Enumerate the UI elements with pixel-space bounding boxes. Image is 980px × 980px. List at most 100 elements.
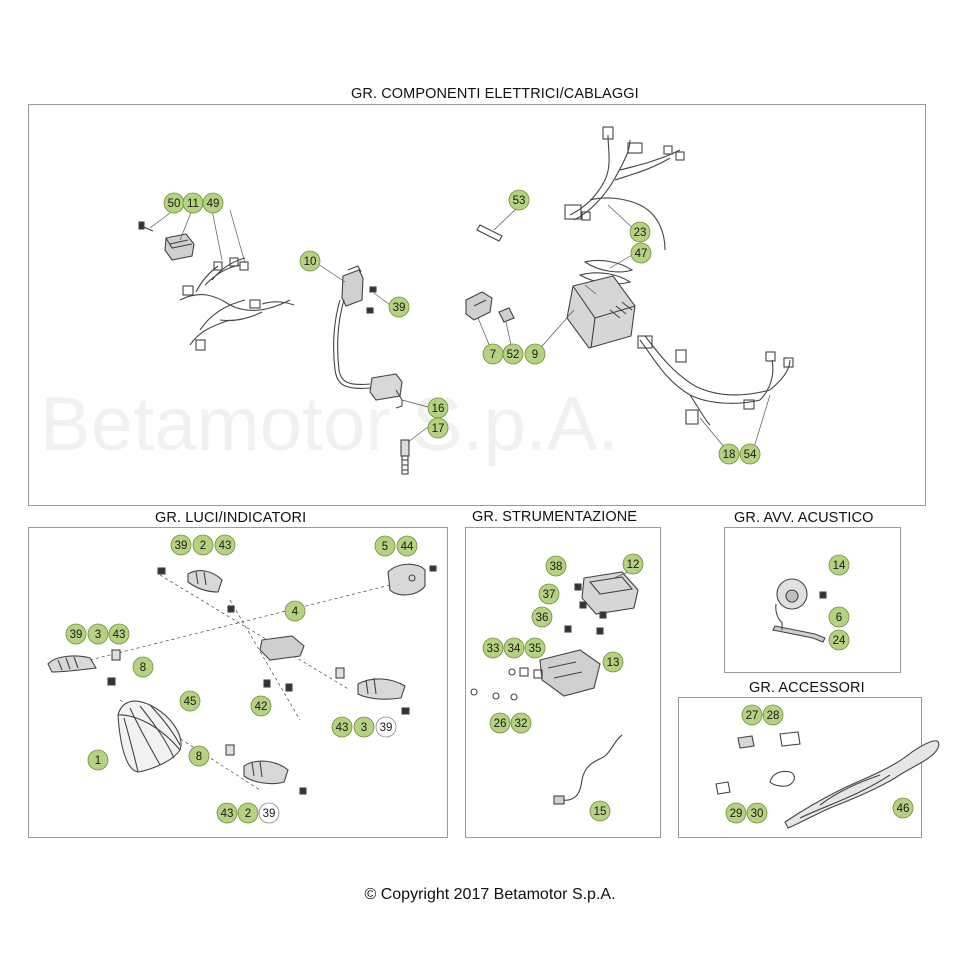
callout-number: 50 bbox=[168, 198, 181, 210]
callout-circle bbox=[427, 417, 449, 439]
section-box-horn bbox=[724, 527, 901, 673]
callout-electric-18: 18 bbox=[718, 443, 740, 465]
callout-instruments-34: 34 bbox=[503, 637, 525, 659]
callout-circle bbox=[65, 623, 87, 645]
callout-electric-17: 17 bbox=[427, 417, 449, 439]
callout-lights-39: 39 bbox=[375, 716, 397, 738]
callout-lights-44: 44 bbox=[396, 535, 418, 557]
indicator-front-right bbox=[157, 567, 235, 613]
callout-instruments-12: 12 bbox=[622, 553, 644, 575]
callout-circle bbox=[828, 554, 850, 576]
callout-number: 34 bbox=[508, 643, 521, 655]
callout-circle bbox=[179, 690, 201, 712]
callout-circle bbox=[353, 716, 375, 738]
callout-horn-6: 6 bbox=[828, 606, 850, 628]
ecu-unit bbox=[566, 259, 636, 349]
callout-horn-24: 24 bbox=[828, 629, 850, 651]
sensor-pin bbox=[476, 224, 503, 242]
callout-accessories-46: 46 bbox=[892, 797, 914, 819]
callout-instruments-35: 35 bbox=[524, 637, 546, 659]
callout-number: 49 bbox=[207, 198, 220, 210]
callout-circle bbox=[602, 651, 624, 673]
callout-number: 15 bbox=[594, 806, 607, 818]
callout-number: 23 bbox=[634, 227, 647, 239]
callout-number: 46 bbox=[897, 803, 910, 815]
callout-number: 42 bbox=[255, 701, 268, 713]
callout-circle bbox=[828, 606, 850, 628]
callout-number: 28 bbox=[767, 710, 780, 722]
callout-circle bbox=[202, 192, 224, 214]
dashboard-bracket bbox=[539, 649, 601, 697]
callout-number: 43 bbox=[221, 808, 234, 820]
speedometer-cable bbox=[553, 734, 623, 805]
callout-number: 8 bbox=[196, 751, 202, 763]
callout-accessories-30: 30 bbox=[746, 802, 768, 824]
section-box-accessories bbox=[678, 697, 922, 838]
callout-instruments-38: 38 bbox=[545, 555, 567, 577]
callout-number: 16 bbox=[432, 403, 445, 415]
callout-circle bbox=[388, 296, 410, 318]
callout-lights-4: 4 bbox=[284, 600, 306, 622]
callout-number: 36 bbox=[536, 612, 549, 624]
tail-light bbox=[387, 563, 437, 596]
callout-number: 1 bbox=[95, 755, 101, 767]
callout-circle bbox=[725, 802, 747, 824]
callout-instruments-37: 37 bbox=[538, 583, 560, 605]
callout-lights-43: 43 bbox=[216, 802, 238, 824]
callout-number: 38 bbox=[550, 561, 563, 573]
callout-circle bbox=[762, 704, 784, 726]
callout-instruments-15: 15 bbox=[589, 800, 611, 822]
section-box-electric bbox=[28, 104, 926, 506]
explode-lines-lights bbox=[89, 574, 411, 791]
callout-circle bbox=[489, 712, 511, 734]
callout-lights-43: 43 bbox=[214, 534, 236, 556]
callout-circle bbox=[739, 443, 761, 465]
section-title-electric: GR. COMPONENTI ELETTRICI/CABLAGGI bbox=[351, 86, 639, 102]
callout-lights-42: 42 bbox=[250, 695, 272, 717]
watermark-text: Betamotor S.p.A. bbox=[40, 382, 619, 467]
rubber-spacer bbox=[111, 649, 121, 661]
callout-circle bbox=[531, 606, 553, 628]
callout-circle bbox=[545, 555, 567, 577]
callout-number: 39 bbox=[263, 808, 276, 820]
callout-circle bbox=[828, 629, 850, 651]
callout-electric-16: 16 bbox=[427, 397, 449, 419]
fasteners-instruments bbox=[470, 583, 607, 701]
callout-circle bbox=[299, 250, 321, 272]
callout-lights-5: 5 bbox=[374, 535, 396, 557]
callout-circle bbox=[524, 343, 546, 365]
callout-number: 39 bbox=[393, 302, 406, 314]
indicator-rear-right bbox=[335, 667, 410, 715]
callout-circle bbox=[396, 535, 418, 557]
callout-circle bbox=[630, 242, 652, 264]
callout-circle bbox=[589, 800, 611, 822]
callout-number: 26 bbox=[494, 718, 507, 730]
callout-circle bbox=[108, 623, 130, 645]
callout-number: 8 bbox=[140, 662, 146, 674]
callout-accessories-29: 29 bbox=[725, 802, 747, 824]
callout-circle bbox=[375, 716, 397, 738]
callout-lights-8: 8 bbox=[188, 745, 210, 767]
callout-instruments-13: 13 bbox=[602, 651, 624, 673]
callout-electric-53: 53 bbox=[508, 189, 530, 211]
wiring-harness-right bbox=[637, 335, 794, 426]
callout-electric-52: 52 bbox=[502, 343, 524, 365]
callout-circle bbox=[237, 802, 259, 824]
ignition-coil bbox=[333, 265, 403, 409]
callout-lights-2: 2 bbox=[237, 802, 259, 824]
callout-number: 37 bbox=[543, 589, 556, 601]
spark-plug bbox=[400, 439, 410, 475]
callout-number: 35 bbox=[529, 643, 542, 655]
callout-number: 39 bbox=[380, 722, 393, 734]
callout-lights-45: 45 bbox=[179, 690, 201, 712]
clip-part bbox=[465, 291, 493, 321]
copyright-text: © Copyright 2017 Betamotor S.p.A. bbox=[364, 886, 616, 903]
callout-lights-39: 39 bbox=[170, 534, 192, 556]
callout-electric-7: 7 bbox=[482, 343, 504, 365]
callout-electric-10: 10 bbox=[299, 250, 321, 272]
callout-lights-3: 3 bbox=[87, 623, 109, 645]
callout-number: 24 bbox=[833, 635, 846, 647]
callout-number: 43 bbox=[113, 629, 126, 641]
cable-clips bbox=[715, 731, 801, 795]
callout-circle bbox=[508, 189, 530, 211]
